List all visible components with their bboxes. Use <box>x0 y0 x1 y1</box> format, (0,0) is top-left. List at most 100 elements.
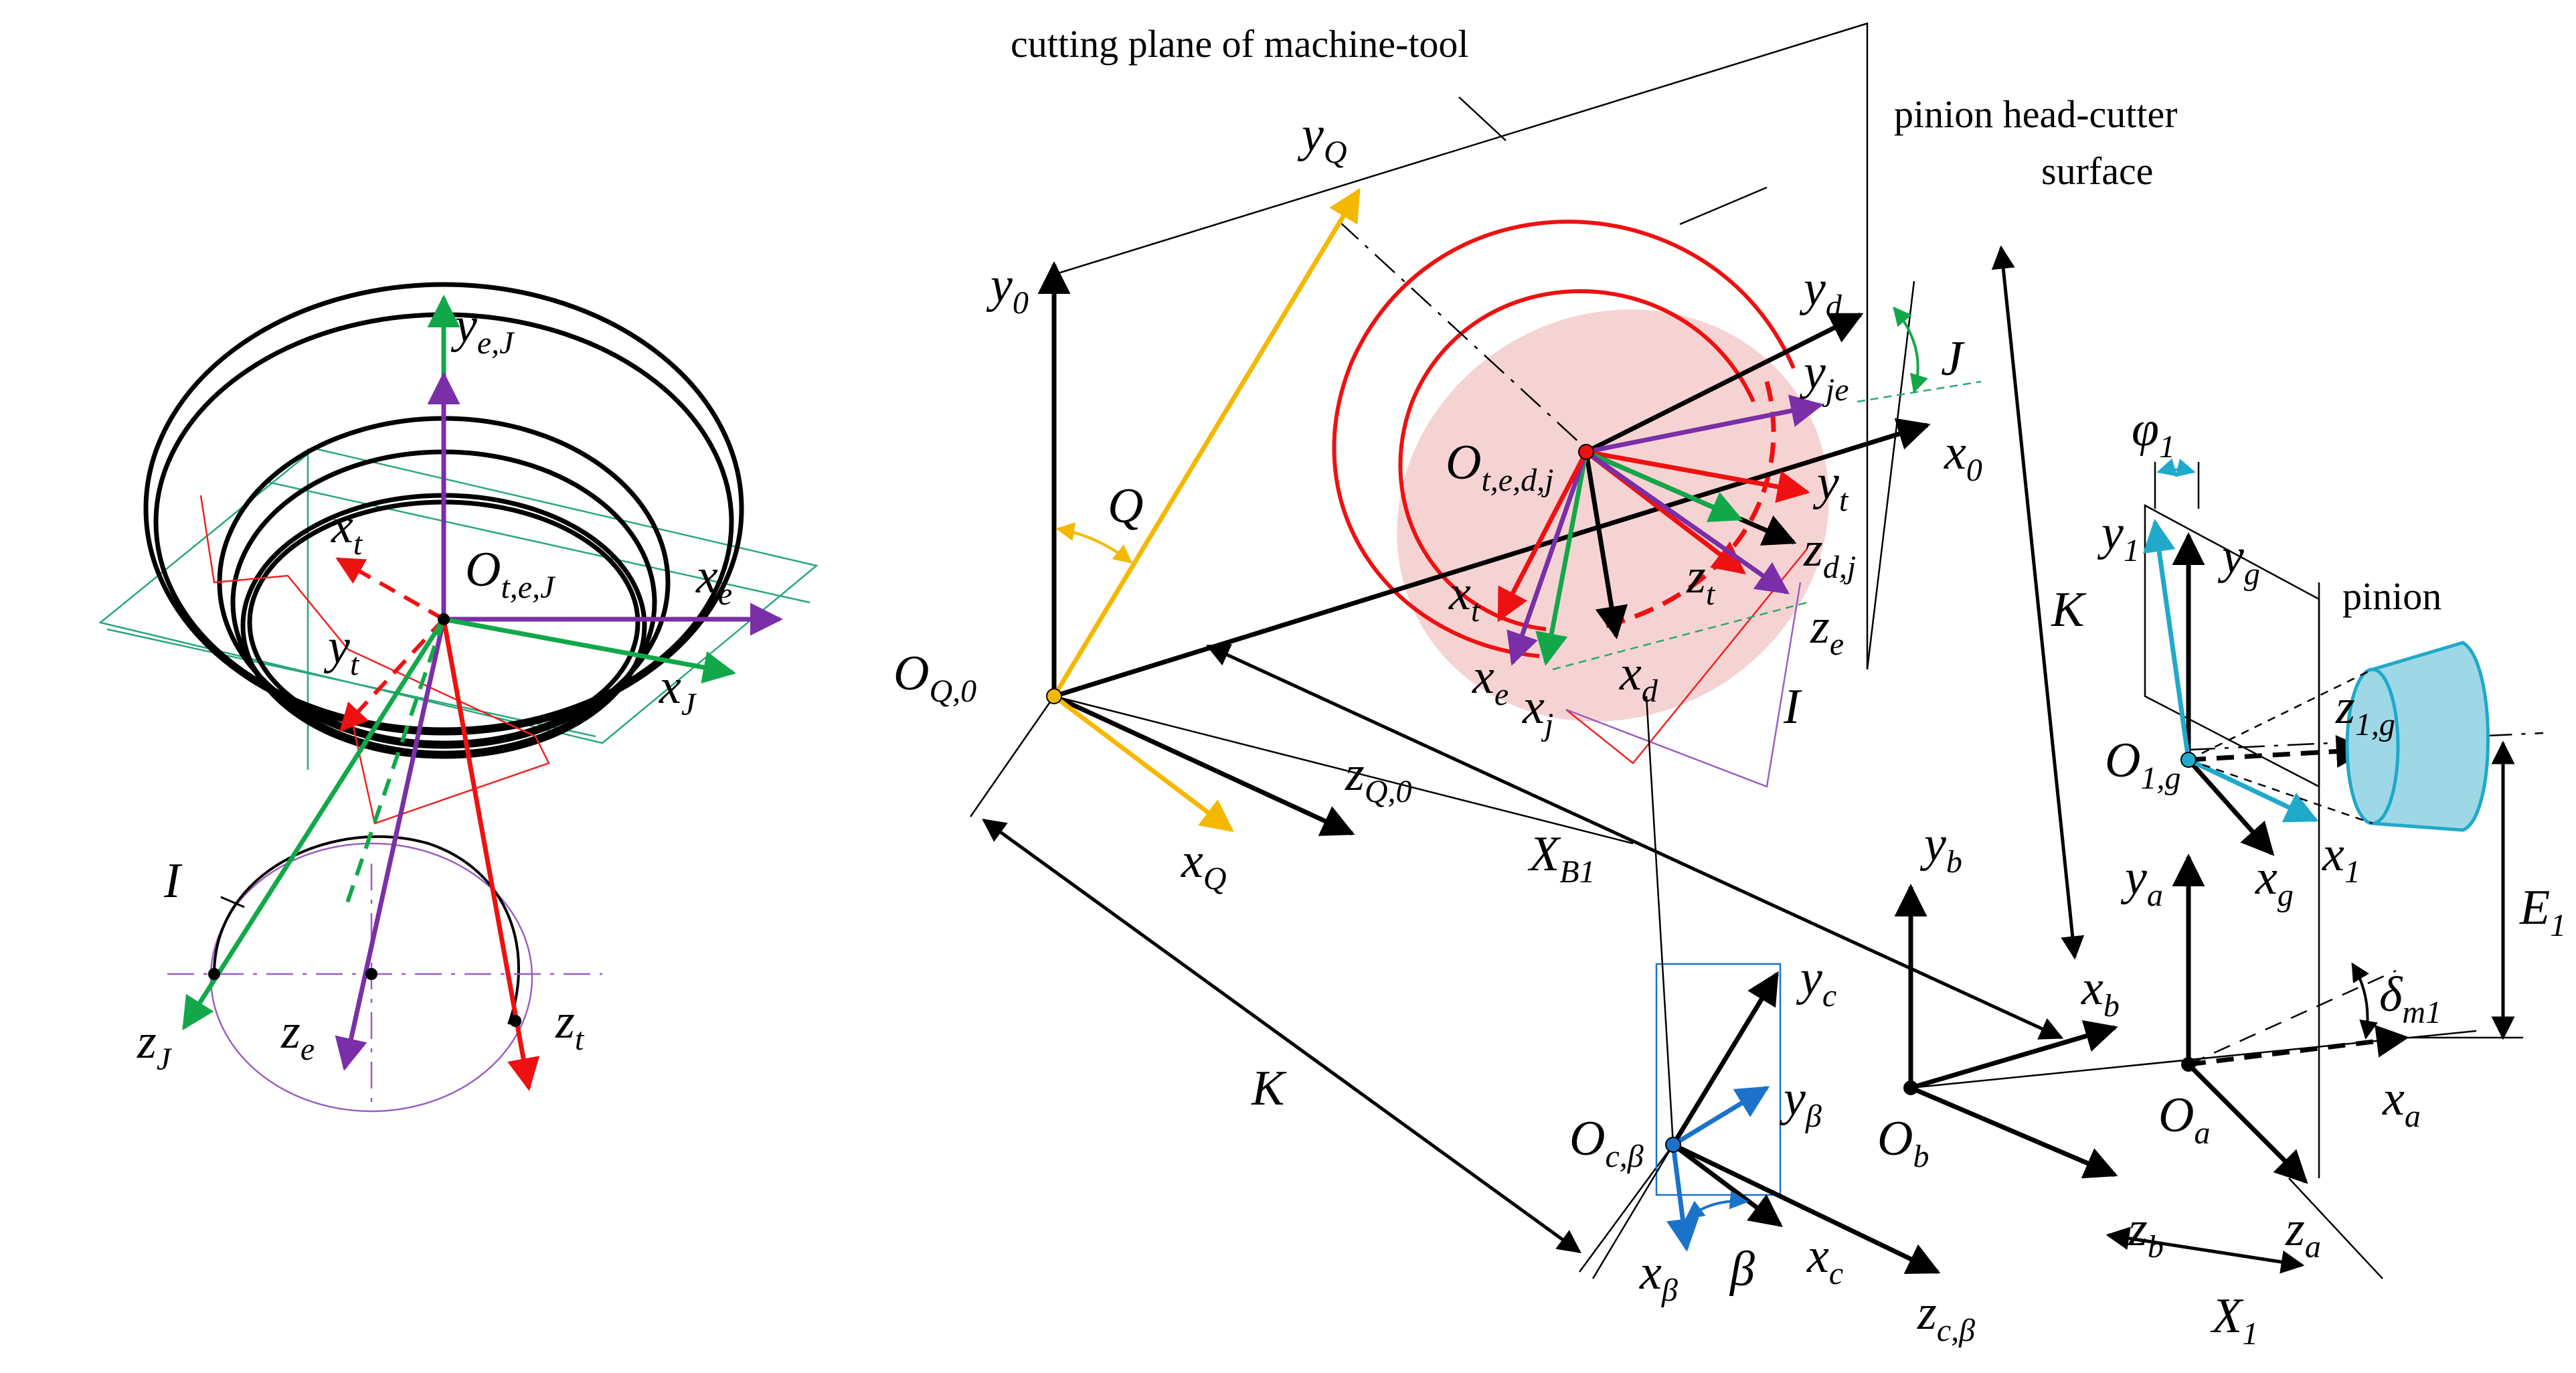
label-y-c: yc <box>1796 951 1836 1014</box>
dim-K-ext-2 <box>1578 1144 1675 1273</box>
label-y-1: y1 <box>2097 505 2140 568</box>
label-O-cbeta: Oc,β <box>1569 1111 1644 1174</box>
label-E1: E1 <box>2519 880 2566 943</box>
arrow-y-1 <box>2142 519 2191 760</box>
label-XB1: XB1 <box>1527 827 1596 890</box>
label-O-Q0: OQ,0 <box>893 646 976 709</box>
label-z-Q0: zQ,0 <box>1345 746 1411 809</box>
label-y-d: yd <box>1799 261 1842 324</box>
arrow-y-t <box>339 617 446 732</box>
dot-O-cbeta <box>1665 1137 1681 1153</box>
leader-head-cutter <box>1679 186 1768 226</box>
angle-beta-arc <box>1685 1190 1749 1220</box>
label-x-0: x0 <box>1944 425 1982 488</box>
dim-K-bottom <box>982 818 1581 1254</box>
arrow-x-beta <box>1666 1144 1699 1252</box>
right-view: cutting plane of machine-tool pinion hea… <box>893 22 2566 1352</box>
head-cutter-inner-arc <box>1398 289 1755 631</box>
arrow-x-t <box>335 557 445 621</box>
label-x-d: xd <box>1619 646 1658 709</box>
angle-delta-arc <box>2351 962 2378 1040</box>
label-y-g: yg <box>2217 529 2260 592</box>
label-delta-m1: δm1 <box>2379 967 2441 1030</box>
label-z-b: zb <box>2128 1202 2164 1265</box>
pinion-plane <box>2144 503 2320 789</box>
label-x-b: xb <box>2081 961 2120 1024</box>
left-dot-ze <box>365 968 377 980</box>
dot-O-a <box>2181 1057 2196 1072</box>
left-red-outline <box>199 495 550 825</box>
dim-X1-ext <box>2288 1178 2383 1279</box>
label-z-dj: zd,j <box>1803 522 1856 585</box>
arrow-x-Q <box>1052 694 1234 832</box>
dim-K-ext-1 <box>969 696 1055 817</box>
label-x-g: xg <box>2255 850 2294 913</box>
ring-outer-1 <box>143 282 744 736</box>
a-delta-guide <box>2188 969 2397 1066</box>
angle-phi-arc <box>2156 458 2196 477</box>
arrow-y-Q <box>1052 187 1361 698</box>
head-cutter-outer-arc <box>1332 220 1796 658</box>
label-y-je: yje <box>1799 345 1849 408</box>
caption-cutting-plane: cutting plane of machine-tool <box>1011 22 1469 66</box>
label-x-t-left: xt <box>331 499 363 562</box>
dot-O-1g <box>2180 752 2197 768</box>
label-x-e-right: xe <box>1472 649 1509 712</box>
label-z-a: za <box>2285 1202 2321 1265</box>
left-dot-zJ <box>208 968 220 980</box>
arrow-z-e-right <box>1584 450 1790 594</box>
label-x-J: xJ <box>659 659 697 722</box>
label-x-Q: xQ <box>1181 833 1227 896</box>
arrow-x-j <box>1535 451 1589 666</box>
label-y-b: yb <box>1919 817 1962 880</box>
label-z-t-left: zt <box>555 994 585 1057</box>
arrow-x-J <box>443 617 736 684</box>
label-y-beta: yβ <box>1779 1071 1822 1134</box>
caption-head-cutter-1: pinion head-cutter <box>1894 92 2178 136</box>
arrow-z-dj-green <box>1585 449 1743 522</box>
label-x-c: xc <box>1806 1228 1843 1291</box>
cutting-plane-guide <box>1866 280 1915 670</box>
arrow-z-1g <box>2188 735 2369 768</box>
arrow-y-t-right <box>1585 449 1810 503</box>
arrow-y-d <box>1585 312 1864 455</box>
arrow-z-t-dash <box>343 619 446 911</box>
label-x-a: xa <box>2382 1071 2421 1134</box>
left-view: ye,J xt Ot,e,J xe yt xJ I zJ ze zt <box>98 282 819 1113</box>
label-z-e-right: ze <box>1810 599 1844 662</box>
label-I-right: I <box>1783 679 1802 734</box>
arrow-x-e-right <box>1507 451 1589 666</box>
dot-O-tedj <box>1578 444 1594 460</box>
label-phi-1: φ1 <box>2132 402 2175 465</box>
arrow-z-t <box>441 619 540 1091</box>
label-y-0: y0 <box>986 258 1029 321</box>
arrow-y-beta <box>1672 1086 1770 1147</box>
arrow-z-J <box>182 618 446 1031</box>
arrow-x-1 <box>2187 757 2319 823</box>
pinion-cone-rays <box>2188 668 2373 825</box>
arrow-x-a <box>2188 1025 2409 1067</box>
label-O-tedj: Ot,e,d,j <box>1446 435 1553 498</box>
arrow-z-a <box>2186 1062 2308 1184</box>
arrow-z-b <box>1909 1085 2118 1179</box>
label-z-t-right: zt <box>1686 549 1716 612</box>
leader-cutting-plane <box>1458 96 1507 141</box>
arrow-z-Q0 <box>1053 694 1355 836</box>
head-cutter-axis <box>1338 220 1590 453</box>
dot-O-Q0 <box>1046 688 1062 704</box>
label-origin-left: Ot,e,J <box>465 542 556 605</box>
arrow-x-b <box>1910 1020 2118 1091</box>
label-beta: β <box>1729 1242 1755 1297</box>
angle-J-arc <box>1893 306 1928 394</box>
label-x-beta: xβ <box>1639 1245 1678 1308</box>
label-x-t-right: xt <box>1448 566 1481 629</box>
arrow-x-0 <box>1053 418 1931 699</box>
caption-head-cutter-2: surface <box>2041 149 2153 193</box>
beta-guide <box>1645 696 1675 1145</box>
arrow-y-c <box>1671 971 1779 1146</box>
label-O-b: Ob <box>1877 1111 1929 1174</box>
left-bottom-arc <box>213 835 520 1025</box>
label-K-bottom: K <box>1251 1061 1287 1116</box>
label-z-cbeta: zc,β <box>1917 1285 1975 1348</box>
